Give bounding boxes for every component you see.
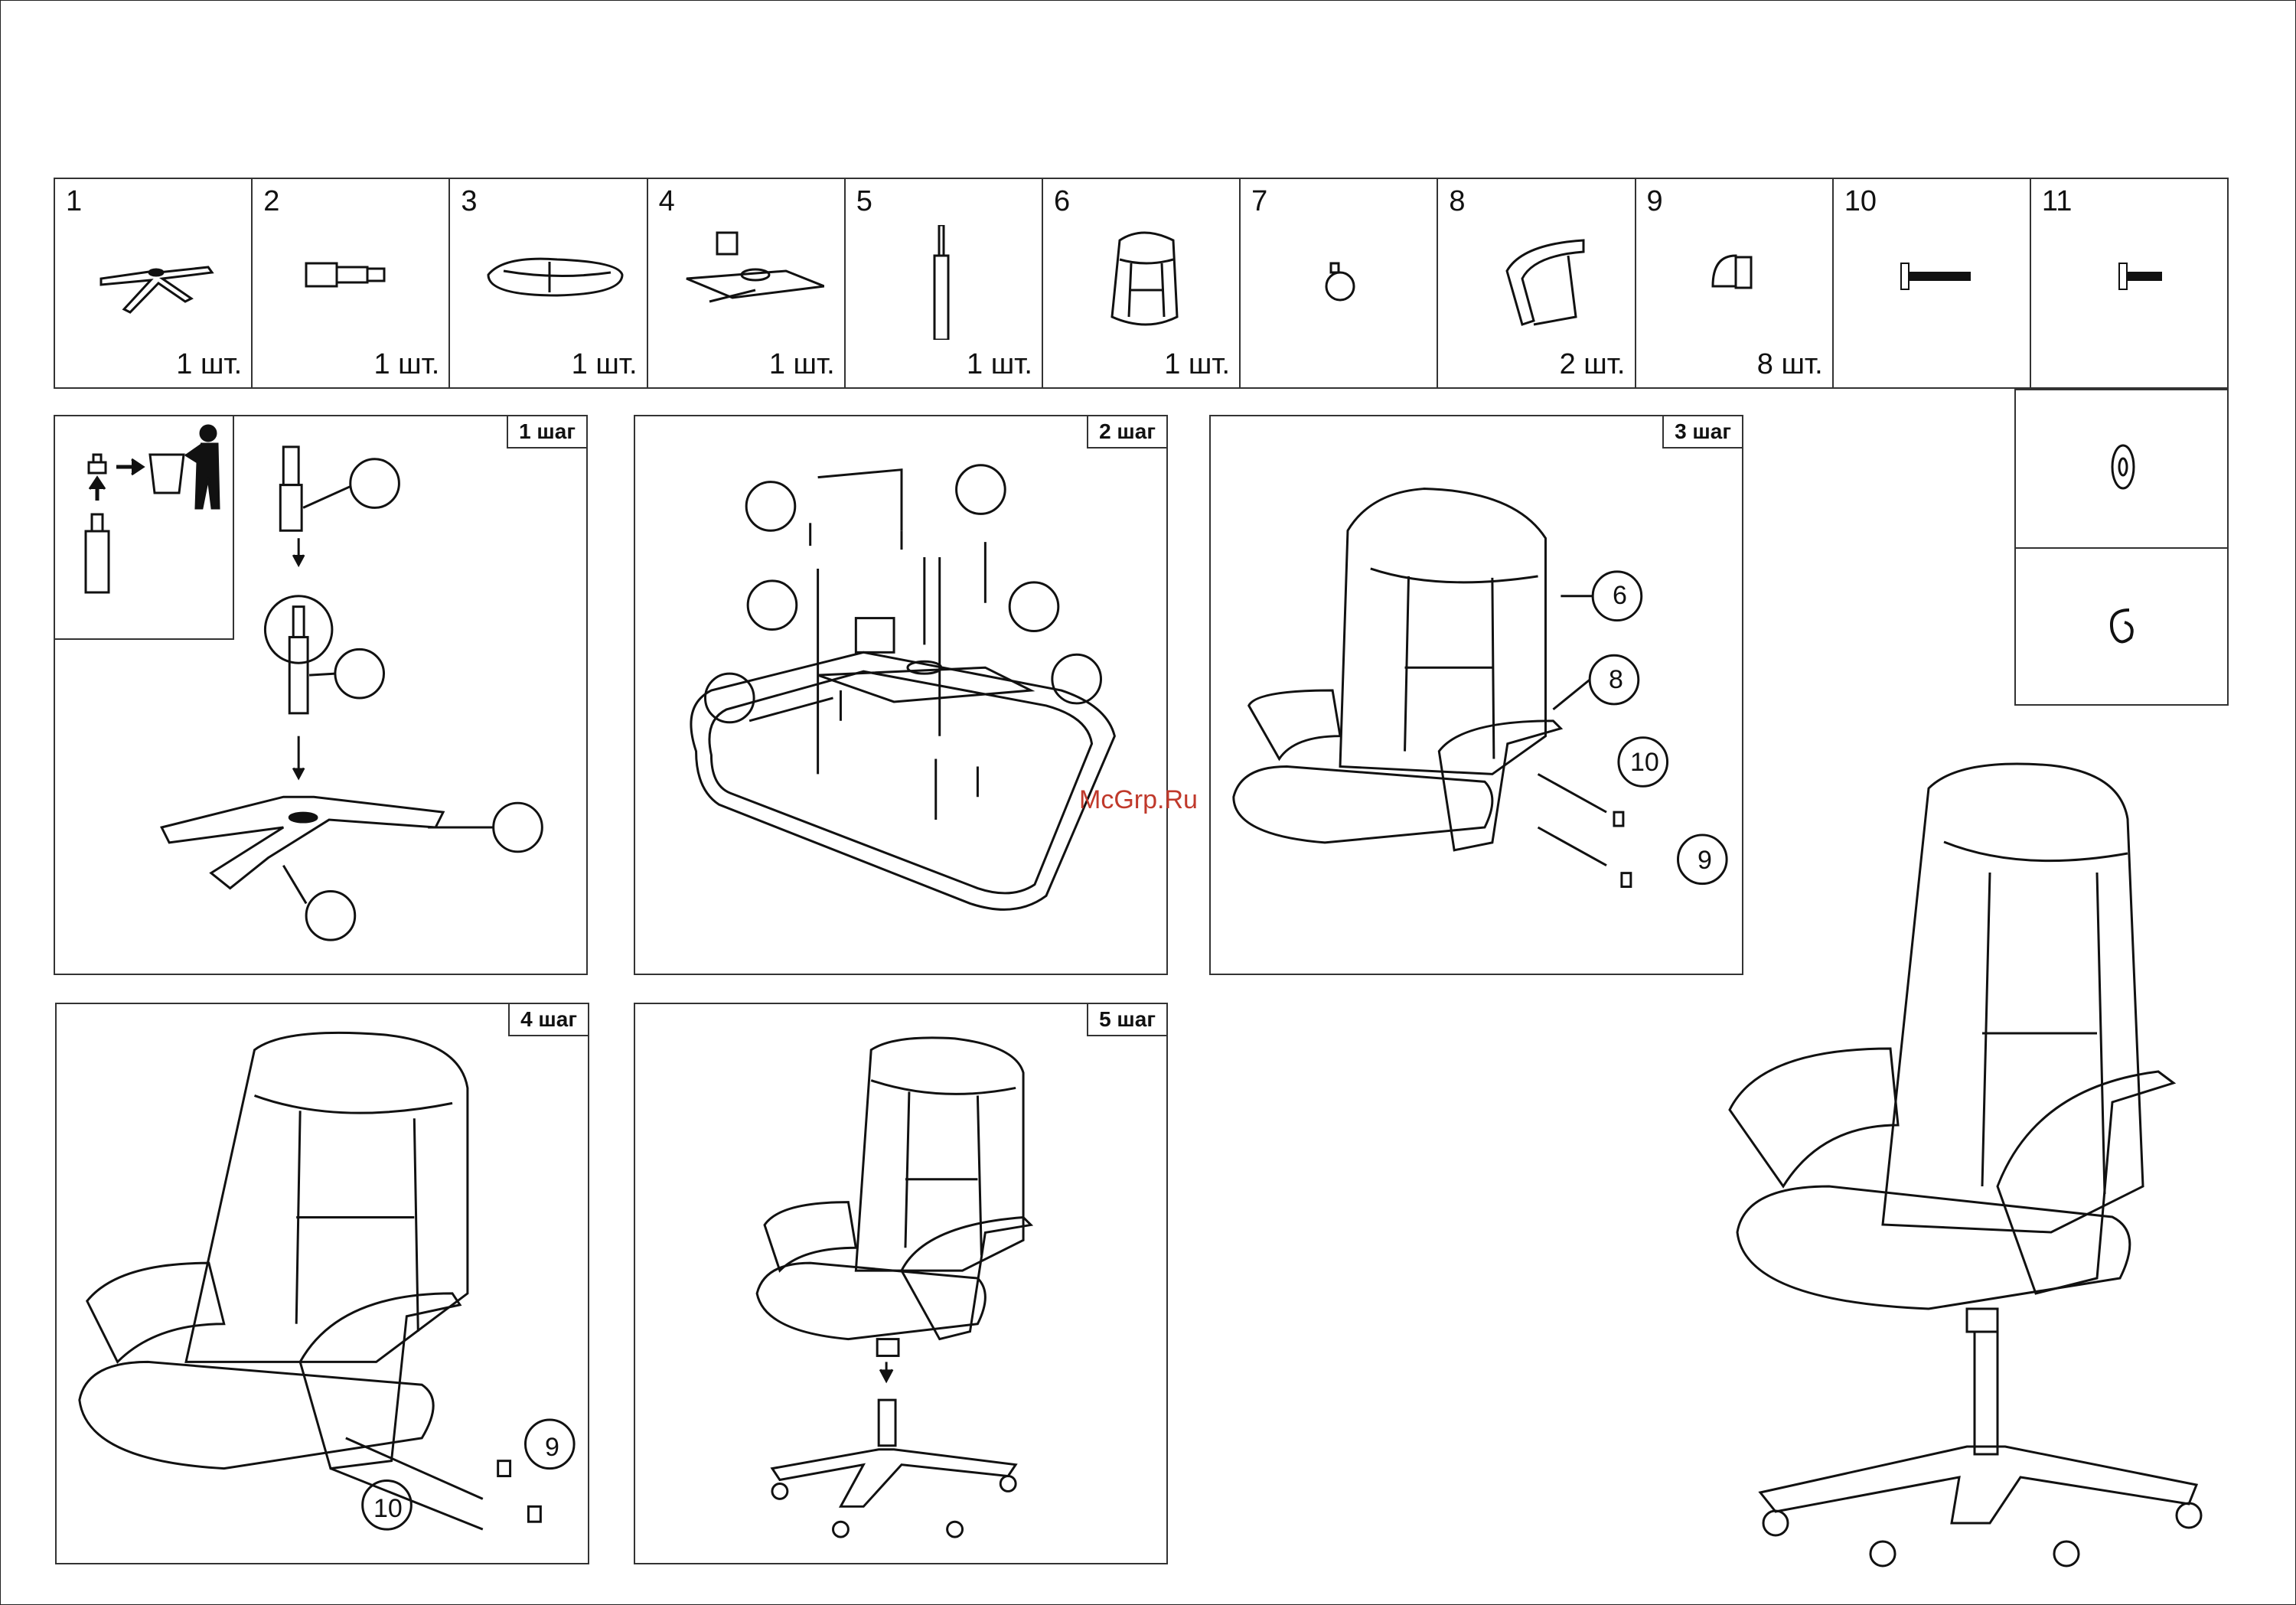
spring-washer-icon — [2110, 608, 2134, 644]
part-cell-10: 10 — [1834, 179, 2031, 387]
part-cell-6: 6 1 шт. — [1043, 179, 1241, 387]
dispose-cap-icon — [84, 424, 220, 594]
bolt-icon — [1900, 263, 1971, 290]
part-qty: 1 шт. — [176, 348, 243, 380]
part-cell-5: 5 1 шт. — [846, 179, 1043, 387]
flat-washer-cell — [2016, 390, 2227, 547]
parts-table: 1 1 шт. 2 1 шт. 3 1 шт. 4 1 шт. 5 1 шт. … — [54, 178, 2229, 389]
part-cell-2: 2 1 шт. — [253, 179, 451, 387]
part-number: 5 — [856, 185, 872, 217]
part-qty: 2 шт. — [1559, 348, 1626, 380]
part-qty: 1 шт. — [373, 348, 440, 380]
step-2-panel: 2 шаг — [634, 415, 1168, 975]
watermark: McGrp.Ru — [1079, 785, 1198, 814]
part-cell-11: 11 — [2031, 179, 2227, 387]
flat-washer-icon — [2111, 444, 2135, 490]
step-5-panel: 5 шаг — [634, 1003, 1168, 1564]
step-3-art — [1232, 488, 1728, 889]
step-4-art — [78, 1031, 576, 1531]
step-2-art — [690, 464, 1116, 911]
part-number: 6 — [1053, 185, 1071, 217]
part-number: 9 — [1646, 185, 1663, 217]
part-number: 8 — [1449, 185, 1466, 217]
callout-6: 6 — [1613, 581, 1627, 610]
step-3-label: 3 шаг — [1662, 416, 1742, 449]
callout-8: 8 — [1609, 665, 1623, 694]
part-cell-4: 4 1 шт. — [648, 179, 846, 387]
armrest-icon — [1505, 239, 1585, 326]
cap-nut-icon — [1711, 254, 1752, 289]
part-qty: 1 шт. — [967, 348, 1032, 380]
part-number: 7 — [1251, 185, 1268, 217]
tilt-mechanism-icon — [685, 231, 824, 303]
washers-box — [2014, 389, 2229, 706]
part-number: 10 — [1844, 185, 1877, 217]
part-number: 4 — [658, 185, 675, 217]
caster-icon — [1325, 262, 1355, 302]
step-1-art — [160, 445, 543, 941]
part-cell-1: 1 1 шт. — [55, 179, 253, 387]
seat-cushion-icon — [487, 257, 624, 297]
backrest-icon — [1110, 231, 1179, 326]
part-cell-9: 9 8 шт. — [1636, 179, 1834, 387]
bolt-icon — [2118, 263, 2162, 290]
callout-10: 10 — [1630, 748, 1659, 777]
step-2-label: 2 шаг — [1087, 416, 1166, 449]
part-cell-8: 8 2 шт. — [1438, 179, 1636, 387]
part-qty: 8 шт. — [1756, 348, 1823, 380]
part-number: 3 — [461, 185, 478, 217]
step-1-panel: 1 шаг — [54, 415, 588, 975]
step-5-label: 5 шаг — [1087, 1004, 1166, 1036]
adapter-sleeve-icon — [305, 262, 386, 288]
step-4-label: 4 шаг — [508, 1004, 588, 1036]
part-qty: 1 шт. — [768, 348, 835, 380]
callout-circle — [349, 458, 400, 509]
part-qty: 1 шт. — [1164, 348, 1231, 380]
step-1-inset — [55, 416, 234, 640]
step-4-panel: 4 шаг 9 10 — [55, 1003, 589, 1564]
callout-10: 10 — [373, 1494, 403, 1523]
step-1-label: 1 шаг — [507, 416, 586, 449]
part-cell-3: 3 1 шт. — [450, 179, 648, 387]
step-3-panel: 3 шаг 6 8 10 9 — [1209, 415, 1743, 975]
part-number: 1 — [66, 185, 83, 217]
part-cell-7: 7 — [1241, 179, 1439, 387]
callout-9: 9 — [1698, 846, 1712, 875]
step-5-art — [755, 1036, 1034, 1538]
part-number: 11 — [2041, 185, 2073, 217]
part-qty: 1 шт. — [571, 348, 638, 380]
spring-washer-cell — [2016, 547, 2227, 706]
part-number: 2 — [263, 185, 280, 217]
star-base-icon — [99, 266, 214, 314]
gas-lift-icon — [933, 225, 950, 340]
assembled-chair — [1728, 762, 2203, 1567]
callout-9: 9 — [545, 1433, 559, 1462]
